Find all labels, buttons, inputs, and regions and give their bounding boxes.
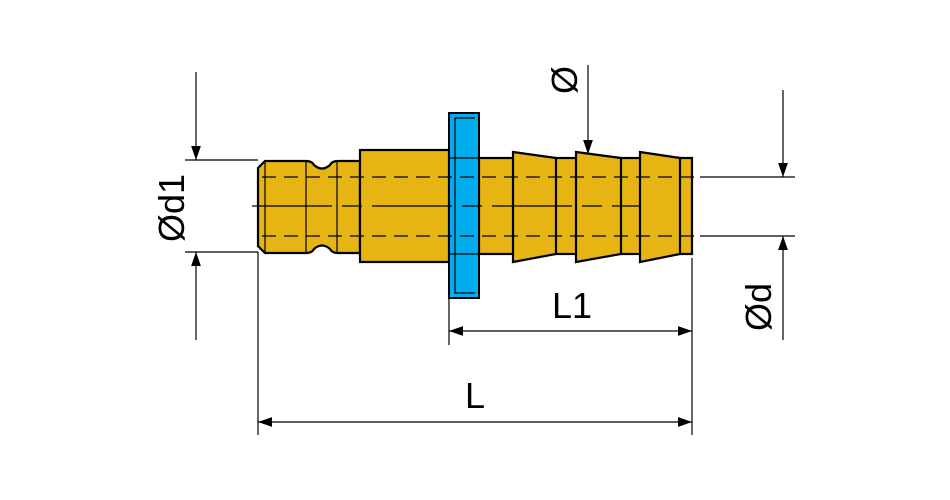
L1-label: L1: [552, 285, 592, 326]
L-label: L: [465, 375, 485, 416]
bore-label: Ø: [544, 66, 585, 94]
barb-3: [638, 150, 682, 264]
dimension-L: L: [257, 252, 692, 435]
plug-nipple: [256, 159, 362, 255]
dimension-d1: Ød1: [151, 72, 258, 340]
d-label: Ød: [738, 283, 779, 331]
dimension-bore: Ø: [544, 65, 593, 154]
ring-inner-line: [454, 117, 475, 294]
barb-1: [511, 150, 558, 264]
dimension-L1: L1: [448, 258, 693, 435]
connector-body: [252, 112, 700, 299]
barb-2: [574, 150, 623, 264]
dimension-d: Ød: [700, 90, 795, 340]
d1-label: Ød1: [151, 174, 192, 242]
